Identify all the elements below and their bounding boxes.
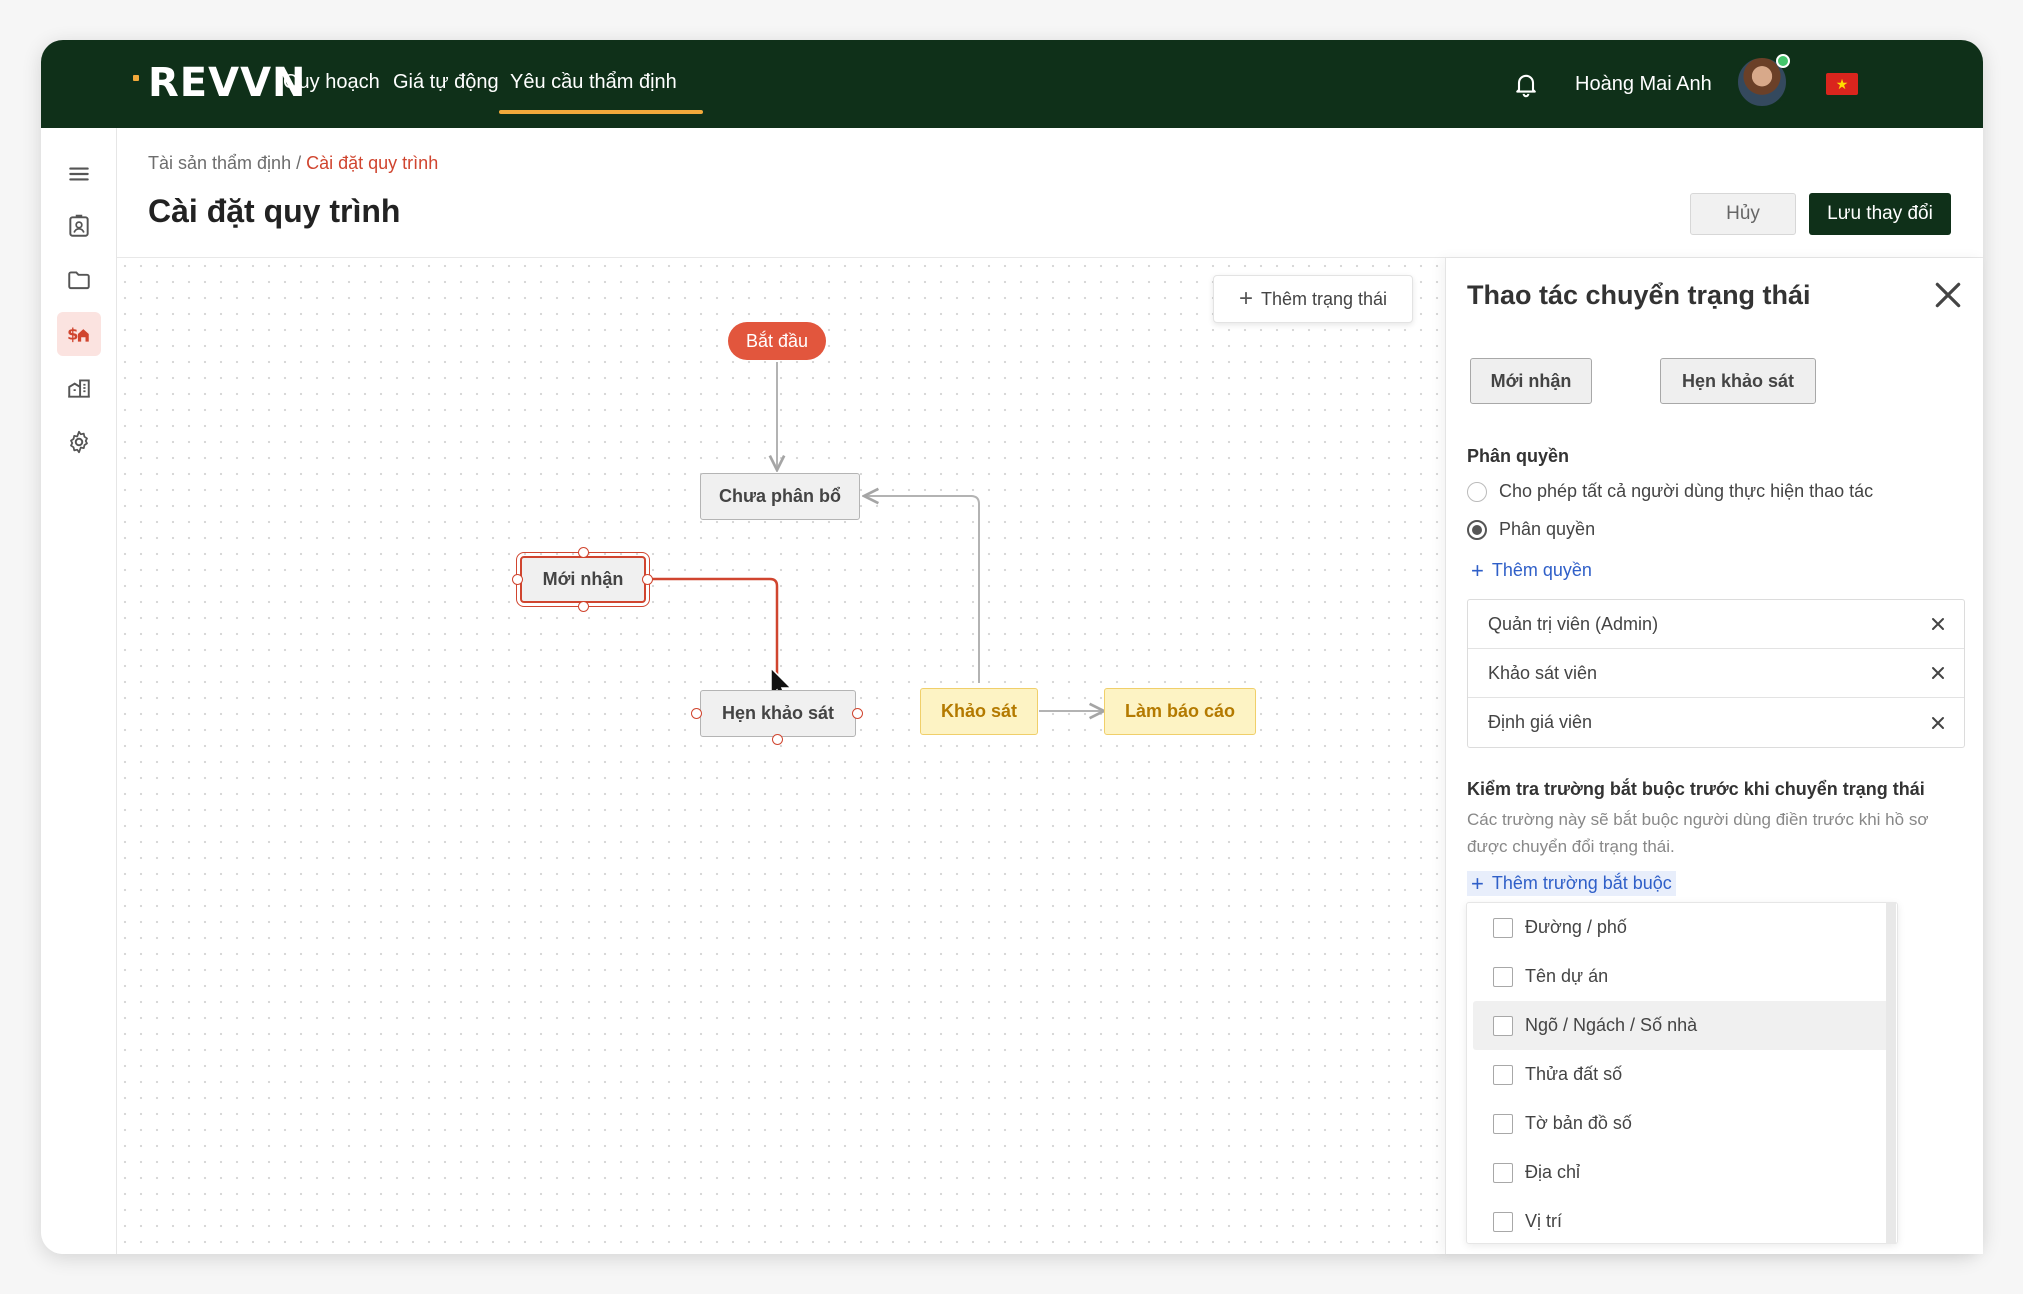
field-option-label: Vị trí: [1525, 1211, 1563, 1231]
checkbox[interactable]: [1493, 1064, 1513, 1085]
sidebar: $: [41, 128, 117, 1254]
radio-custom-permission-label: Phân quyền: [1499, 519, 1596, 539]
nav-active-indicator: [499, 110, 703, 114]
nav-quy-hoach[interactable]: Quy hoạch: [283, 71, 380, 93]
role-item-admin: Quản trị viên (Admin): [1468, 600, 1964, 649]
revvn-logo[interactable]: REVVN: [148, 60, 307, 106]
gear-icon[interactable]: [57, 420, 101, 464]
radio-button[interactable]: [1467, 481, 1487, 502]
add-status-button[interactable]: + Thêm trạng thái: [1213, 275, 1413, 323]
plus-icon: +: [1471, 557, 1484, 583]
node-handle-bottom[interactable]: [578, 601, 589, 612]
checkbox[interactable]: [1493, 1211, 1513, 1232]
field-option-vi-tri[interactable]: Vị trí: [1473, 1197, 1891, 1243]
node-handle-top[interactable]: [578, 547, 589, 558]
radio-button-checked[interactable]: [1467, 519, 1487, 540]
add-status-label: Thêm trạng thái: [1260, 288, 1388, 309]
avatar[interactable]: [1736, 56, 1788, 108]
field-option-ngo-ngach-so-nha[interactable]: Ngõ / Ngách / Số nhà: [1473, 1001, 1891, 1050]
checkbox[interactable]: [1493, 917, 1513, 938]
top-navigation-bar: REVVN Quy hoạch Giá tự động Yêu cầu thẩm…: [41, 40, 1983, 128]
permission-role-list: Quản trị viên (Admin) Khảo sát viên Định…: [1467, 599, 1965, 748]
node-new[interactable]: Mới nhận: [516, 552, 650, 607]
nav-yeu-cau-tham-dinh[interactable]: Yêu cầu thẩm định: [510, 71, 677, 93]
svg-text:$: $: [67, 324, 78, 343]
node-start[interactable]: Bắt đầu: [728, 322, 826, 360]
field-option-label: Ngõ / Ngách / Số nhà: [1525, 1015, 1698, 1035]
menu-icon[interactable]: [57, 152, 101, 196]
add-required-field-label: Thêm trường bắt buộc: [1491, 873, 1672, 893]
money-house-icon[interactable]: $: [57, 312, 101, 356]
workflow-canvas[interactable]: [117, 258, 1445, 1254]
role-item-appraiser: Định giá viên: [1468, 698, 1964, 747]
field-option-label: Tờ bản đồ số: [1525, 1113, 1632, 1133]
required-fields-section-label: Kiểm tra trường bắt buộc trước khi chuyể…: [1467, 779, 1925, 799]
role-item-surveyor: Khảo sát viên: [1468, 649, 1964, 698]
field-option-thua-dat-so[interactable]: Thửa đất số: [1473, 1050, 1891, 1099]
vietnam-flag-icon[interactable]: ★: [1826, 73, 1858, 95]
node-handle-left[interactable]: [691, 708, 702, 719]
breadcrumb-parent[interactable]: Tài sản thẩm định: [148, 153, 292, 173]
nav-gia-tu-dong[interactable]: Giá tự động: [393, 71, 499, 93]
field-option-label: Thửa đất số: [1525, 1064, 1623, 1084]
node-survey[interactable]: Khảo sát: [920, 688, 1038, 735]
radio-allow-all[interactable]: Cho phép tất cả người dùng thực hiện tha…: [1467, 481, 1873, 502]
transition-from-status: Mới nhận: [1470, 358, 1592, 404]
checkbox[interactable]: [1493, 1015, 1513, 1036]
remove-role-icon[interactable]: [1930, 665, 1946, 681]
bell-icon[interactable]: [1512, 70, 1540, 98]
field-option-label: Đường / phố: [1525, 917, 1627, 937]
node-survey-appointment[interactable]: Hẹn khảo sát: [700, 690, 856, 737]
breadcrumb-current: Cài đặt quy trình: [306, 153, 439, 173]
page-title: Cài đặt quy trình: [148, 193, 401, 229]
remove-role-icon[interactable]: [1930, 715, 1946, 731]
dropdown-scrollbar[interactable]: [1886, 902, 1896, 1244]
checkbox[interactable]: [1493, 966, 1513, 987]
field-option-dia-chi[interactable]: Địa chỉ: [1473, 1148, 1891, 1197]
role-label: Định giá viên: [1488, 712, 1593, 732]
checkbox[interactable]: [1493, 1113, 1513, 1134]
remove-role-icon[interactable]: [1930, 616, 1946, 632]
breadcrumb: Tài sản thẩm định / Cài đặt quy trình: [148, 152, 438, 174]
field-option-ten-du-an[interactable]: Tên dự án: [1473, 952, 1891, 1001]
field-option-label: Tên dự án: [1525, 966, 1609, 986]
radio-custom-permission[interactable]: Phân quyền: [1467, 519, 1595, 540]
user-name[interactable]: Hoàng Mai Anh: [1575, 73, 1712, 95]
plus-icon: +: [1238, 285, 1253, 312]
folder-icon[interactable]: [57, 258, 101, 302]
node-report[interactable]: Làm báo cáo: [1104, 688, 1256, 735]
permission-section-label: Phân quyền: [1467, 446, 1570, 466]
add-permission-label: Thêm quyền: [1491, 560, 1592, 580]
node-handle-bottom[interactable]: [772, 734, 783, 745]
building-icon[interactable]: [57, 366, 101, 410]
header-divider: [117, 257, 1983, 258]
field-option-duong-pho[interactable]: Đường / phố: [1473, 903, 1891, 952]
field-option-label: Địa chỉ: [1525, 1162, 1581, 1182]
radio-allow-all-label: Cho phép tất cả người dùng thực hiện tha…: [1499, 481, 1874, 501]
plus-icon: +: [1471, 870, 1484, 896]
breadcrumb-separator: /: [296, 153, 302, 173]
node-handle-left[interactable]: [512, 574, 523, 585]
panel-title: Thao tác chuyển trạng thái: [1467, 280, 1811, 310]
online-status-dot: [1776, 54, 1790, 68]
close-icon[interactable]: [1932, 279, 1964, 311]
required-field-dropdown: Đường / phố Tên dự án Ngõ / Ngách / Số n…: [1466, 902, 1898, 1244]
required-fields-description: Các trường này sẽ bắt buộc người dùng đi…: [1467, 810, 1929, 856]
contact-card-icon[interactable]: [57, 204, 101, 248]
node-handle-right[interactable]: [642, 574, 653, 585]
checkbox[interactable]: [1493, 1162, 1513, 1183]
save-button[interactable]: Lưu thay đổi: [1809, 193, 1951, 235]
node-unassigned[interactable]: Chưa phân bổ: [700, 473, 860, 520]
transition-to-status: Hẹn khảo sát: [1660, 358, 1816, 404]
role-label: Khảo sát viên: [1488, 662, 1598, 683]
logo-accent-dot: [133, 75, 139, 81]
add-permission-link[interactable]: + Thêm quyền: [1471, 557, 1592, 583]
role-label: Quản trị viên (Admin): [1488, 613, 1659, 634]
add-required-field-link[interactable]: + Thêm trường bắt buộc: [1467, 871, 1676, 896]
field-option-to-ban-do-so[interactable]: Tờ bản đồ số: [1473, 1099, 1891, 1148]
cancel-button[interactable]: Hủy: [1690, 193, 1796, 235]
node-handle-right[interactable]: [852, 708, 863, 719]
